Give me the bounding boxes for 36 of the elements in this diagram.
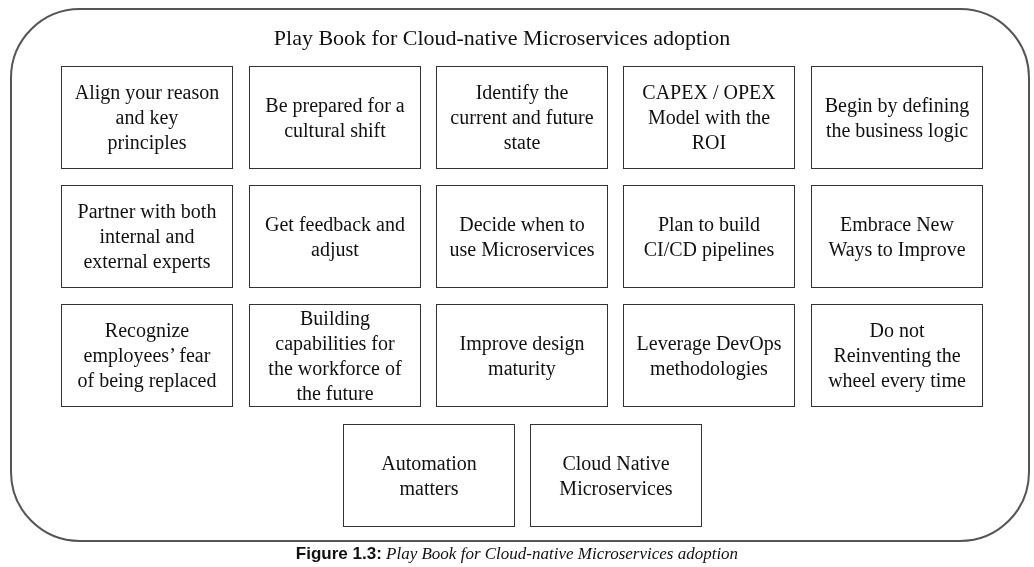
step-box (61, 185, 233, 288)
step-box (249, 66, 421, 169)
step-box (61, 66, 233, 169)
step-text: Partner with both internal and external experts (76, 199, 218, 274)
step-text: CAPEX / OPEX Model with the ROI (641, 80, 777, 155)
step-box (811, 66, 983, 169)
step-text: Automation matters (380, 450, 478, 501)
step-box (436, 66, 608, 169)
step-box (343, 424, 515, 527)
step-box (436, 185, 608, 288)
step-box (811, 304, 983, 407)
step-box (249, 304, 421, 407)
step-text: Begin by defining the business logic (824, 92, 970, 143)
step-text: Leverage DevOps methodologies (636, 330, 782, 381)
step-text: Get feedback and adjust (264, 211, 406, 262)
step-text: Be prepared for a cultural shift (264, 92, 406, 143)
step-box (436, 304, 608, 407)
step-text: Cloud Native Microservices (558, 450, 674, 501)
step-box (623, 66, 795, 169)
step-box (623, 185, 795, 288)
step-text: Recognize employees’ fear of being replaced (76, 318, 218, 393)
step-box (530, 424, 702, 527)
step-text: Do not Reinventing the wheel every time (827, 318, 967, 393)
step-text: Building capabilities for the workforce of the future (267, 305, 403, 406)
step-text: Improve design maturity (458, 330, 586, 381)
step-text: Align your reason and key principles (74, 80, 220, 155)
step-text: Decide when to use Microservices (449, 211, 595, 262)
title: Play Book for Cloud-native Microservices adoption (272, 24, 732, 52)
step-text: Embrace New Ways to Improve (827, 211, 967, 262)
step-text: Identify the current and future state (449, 80, 595, 155)
step-box (249, 185, 421, 288)
step-box (61, 304, 233, 407)
step-box (623, 304, 795, 407)
step-text: Plan to build CI/CD pipelines (642, 211, 776, 262)
rounded-frame (10, 8, 1030, 542)
step-box (811, 185, 983, 288)
